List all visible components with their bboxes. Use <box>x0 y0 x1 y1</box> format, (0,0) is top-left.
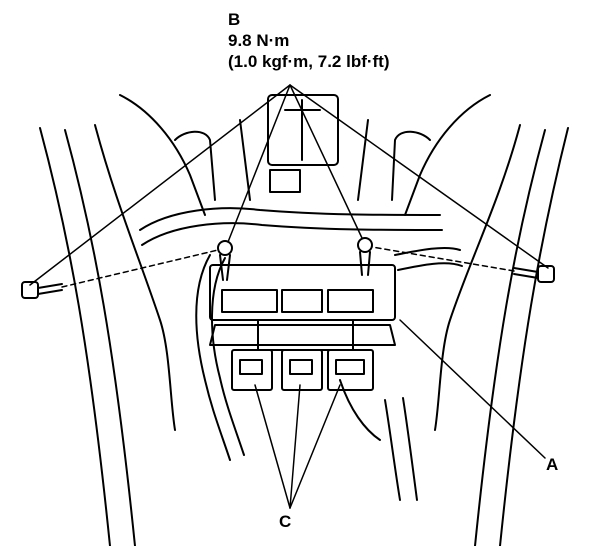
torque-spec-nm: 9.8 N·m <box>228 31 290 50</box>
torque-spec-alt: (1.0 kgf·m, 7.2 lbf·ft) <box>228 52 390 71</box>
bolt-exploded-left <box>21 281 63 299</box>
connectors <box>231 349 374 391</box>
label-b: B <box>228 10 241 29</box>
label-a: A <box>546 455 559 474</box>
wiring-harness <box>139 207 463 501</box>
label-c: C <box>279 512 292 531</box>
bolt-right <box>357 237 373 276</box>
alignment-lines <box>61 246 515 288</box>
leader-line-a <box>399 319 546 459</box>
bolt-left <box>217 240 233 281</box>
leader-lines-c <box>254 384 341 509</box>
control-unit <box>209 264 396 351</box>
upper-console <box>119 94 491 216</box>
console-outline <box>39 124 569 546</box>
leader-lines-b <box>29 84 549 286</box>
